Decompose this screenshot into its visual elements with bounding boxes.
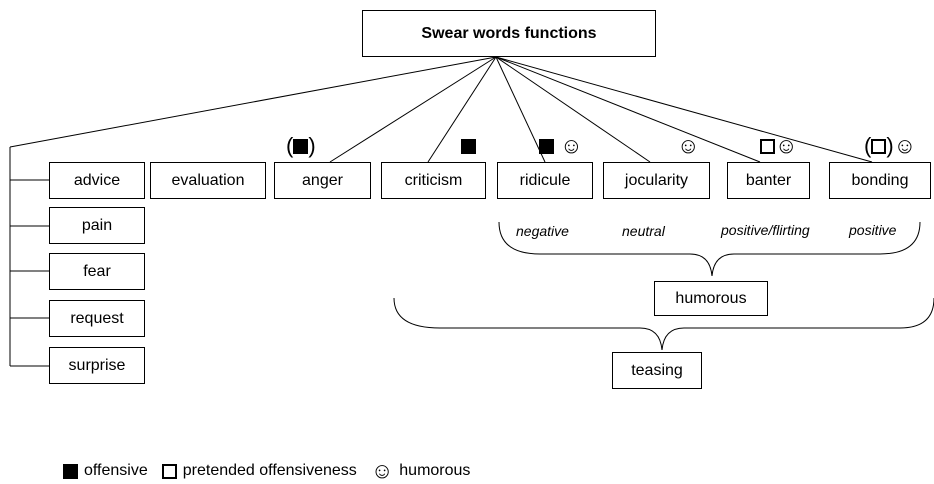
bonding-label: bonding xyxy=(851,171,909,189)
fear-label: fear xyxy=(83,262,111,280)
teasing-brace xyxy=(393,297,934,351)
pretended-offensiveness-icon xyxy=(871,138,887,154)
box-evaluation: evaluation xyxy=(150,162,266,199)
banter-label: banter xyxy=(745,171,792,189)
jocularity-marker: ☺ xyxy=(677,134,699,157)
humorous-icon: ☺ xyxy=(775,133,798,159)
box-anger: anger xyxy=(274,162,371,199)
box-jocularity: jocularity xyxy=(603,162,710,199)
anger-label: anger xyxy=(302,171,343,189)
box-criticism: criticism xyxy=(381,162,486,199)
jocularity-label: jocularity xyxy=(624,171,689,189)
banter-marker: ☺ xyxy=(760,134,797,157)
humorous-icon: ☺ xyxy=(560,133,583,159)
legend-humorous: ☺ humorous xyxy=(371,458,471,484)
request-label: request xyxy=(70,309,124,327)
tone-positive: positive xyxy=(849,222,897,238)
offensive-icon xyxy=(461,138,476,154)
humorous-label: humorous xyxy=(675,289,747,307)
humorous-icon: ☺ xyxy=(370,458,394,483)
bonding-close-paren: ) xyxy=(886,133,894,159)
offensive-icon xyxy=(63,463,78,479)
bonding-marker: ()☺ xyxy=(864,134,916,157)
tone-neutral: neutral xyxy=(622,223,665,239)
surprise-label: surprise xyxy=(68,356,126,374)
teasing-label: teasing xyxy=(631,361,683,379)
legend-pretended: pretended offensiveness xyxy=(161,462,357,480)
box-request: request xyxy=(49,300,145,337)
offensive-icon xyxy=(539,138,554,154)
box-surprise: surprise xyxy=(49,347,145,384)
box-banter: banter xyxy=(727,162,810,199)
box-pain: pain xyxy=(49,207,145,244)
ridicule-label: ridicule xyxy=(519,171,571,189)
ridicule-marker: ☺ xyxy=(539,134,583,157)
tone-positive-flirting: positive/flirting xyxy=(721,222,810,238)
root-box: Swear words functions xyxy=(362,10,656,57)
legend-offensive: offensive xyxy=(63,462,148,480)
pain-label: pain xyxy=(81,216,113,234)
evaluation-label: evaluation xyxy=(171,171,245,189)
legend-humorous-label: humorous xyxy=(399,462,471,479)
anger-open-paren: ( xyxy=(286,133,294,159)
criticism-label: criticism xyxy=(404,171,463,189)
pretended-offensiveness-icon xyxy=(760,138,775,154)
box-advice: advice xyxy=(49,162,145,199)
box-bonding: bonding xyxy=(829,162,931,199)
tone-negative: negative xyxy=(516,223,569,239)
anger-marker: () xyxy=(286,134,316,157)
root-label: Swear words functions xyxy=(421,24,597,42)
bonding-open-paren: ( xyxy=(864,133,872,159)
humorous-icon: ☺ xyxy=(677,133,700,159)
legend-offensive-label: offensive xyxy=(84,462,148,479)
legend-pretended-label: pretended offensiveness xyxy=(182,462,357,479)
anger-close-paren: ) xyxy=(308,133,316,159)
pretended-offensiveness-icon xyxy=(161,463,177,479)
box-teasing: teasing xyxy=(612,352,702,389)
criticism-marker xyxy=(461,134,476,156)
advice-label: advice xyxy=(73,171,121,189)
legend: offensive pretended offensiveness ☺ humo… xyxy=(63,458,484,484)
box-ridicule: ridicule xyxy=(497,162,593,199)
humorous-icon: ☺ xyxy=(893,133,917,159)
offensive-icon xyxy=(293,138,309,154)
humorous-brace xyxy=(498,221,921,277)
box-fear: fear xyxy=(49,253,145,290)
box-humorous: humorous xyxy=(654,281,768,316)
